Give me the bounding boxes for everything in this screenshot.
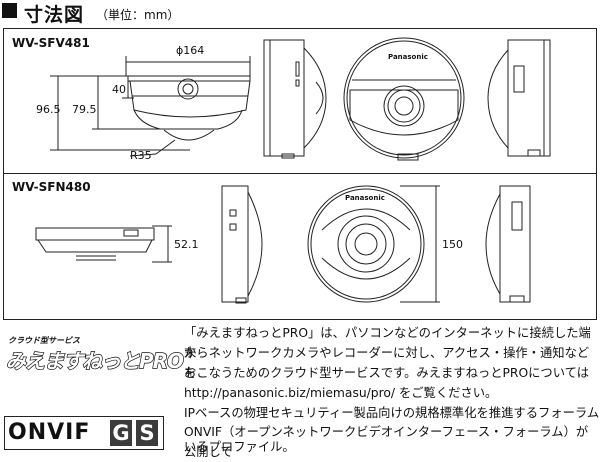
cloud-service-line-2: からネットワークカメラやレコーダーに対し、アクセス・操作・通知などを: [184, 346, 590, 380]
cloud-service-small-label: クラウド型サービス: [8, 336, 80, 345]
onvif-line-1: IPベースの物理セキュリティー製品向けの規格標準化を推進するフォーラム: [184, 406, 600, 420]
onvif-logo-word: ONVIF: [8, 420, 91, 445]
dim-height-total-sfv481: 96.5: [36, 103, 61, 116]
section-marker: [2, 3, 17, 18]
brand-mark-bottom: Panasonic: [345, 194, 385, 202]
onvif-profile-s: S: [136, 420, 158, 446]
cloud-service-logo: みえますねっとPRO: [5, 348, 184, 373]
dim-height-top-sfv481: 40: [112, 83, 126, 96]
cloud-service-line-3: おこなうためのクラウド型サービスです。みえますねっとPROについては: [184, 366, 589, 380]
cloud-service-line-1: 「みえますねっとPRO」は、パソコンなどのインターネットに接続した端末: [184, 326, 591, 360]
onvif-logo-frame: [4, 416, 164, 450]
dim-diameter-sfn480: 150: [442, 238, 463, 251]
model-name-sfn480: WV-SFN480: [12, 180, 91, 194]
brand-mark-top: Panasonic: [388, 53, 428, 61]
dim-diameter-sfv481: ϕ164: [176, 44, 205, 57]
model-divider: [3, 173, 597, 174]
model-name-sfv481: WV-SFV481: [12, 36, 90, 50]
dim-height-body-sfv481: 79.5: [72, 103, 97, 116]
section-title: 寸法図: [24, 4, 85, 26]
onvif-profile-g: G: [110, 420, 132, 446]
onvif-line-3: いるプロファイル。: [184, 440, 295, 454]
dimension-drawing-frame: [3, 28, 597, 320]
cloud-service-line-4[interactable]: http://panasonic.biz/miemasu/pro/ をご覧くださ…: [184, 386, 498, 400]
unit-note: （単位：mm）: [96, 8, 180, 22]
dim-height-sfn480: 52.1: [174, 238, 199, 251]
